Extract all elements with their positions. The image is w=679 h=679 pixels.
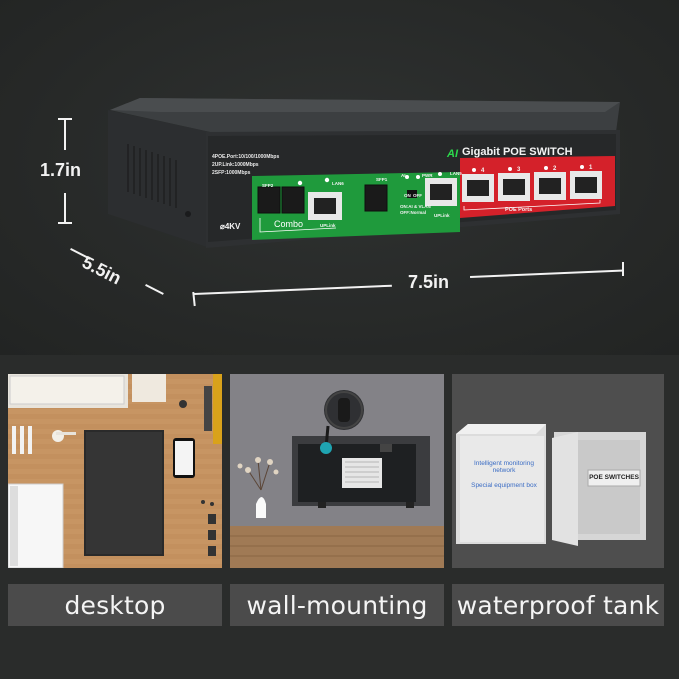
port-number-2: 2 (553, 166, 557, 172)
off-label: OFF (413, 193, 422, 198)
ai-led-label: AI (401, 173, 406, 178)
length-label: 7.5in (408, 272, 450, 292)
combo-label: Combo (274, 219, 304, 229)
sfp2-label: SFP2 (262, 183, 274, 188)
height-marker-line-lower (64, 193, 66, 223)
scene-desktop (8, 374, 222, 568)
caption-desktop: desktop (8, 584, 222, 626)
box-text-2: Special equipment box (471, 482, 537, 489)
scene-wall-mounting (230, 374, 444, 568)
port-number-3: 3 (517, 167, 521, 173)
pwr-label: PWR (422, 173, 433, 178)
height-marker-bottom (58, 222, 72, 224)
uplink-left-label: UPLink (320, 223, 336, 228)
cabinet-label: POE SWITCHES (589, 474, 639, 481)
caption-wall-mounting: wall-mounting (230, 584, 444, 626)
on-label: ON (404, 193, 411, 198)
caption-waterproof-tank: waterproof tank (452, 584, 664, 626)
height-marker-line-upper (64, 118, 66, 150)
poe-ports-label: POE Ports (505, 207, 533, 213)
surge-value: 4KV (224, 222, 241, 231)
brand-mark: AI (447, 148, 458, 160)
box-text-1: Intelligent monitoring network (474, 460, 534, 474)
length-marker-right (622, 262, 624, 276)
wall-mounting-scene-illustration (230, 374, 444, 568)
poe-switch-device (108, 98, 620, 248)
spec-line-2: 2UP.Link:1000Mbps (212, 162, 259, 168)
uplink-right-label: UPLink (434, 213, 450, 218)
switch-note: ON:AI & VLAN (400, 204, 431, 209)
device-title: Gigabit POE SWITCH (462, 146, 573, 158)
waterproof-tank-scene-illustration (452, 374, 664, 568)
port-number-1: 1 (589, 165, 593, 171)
height-label: 1.7in (40, 160, 82, 180)
sfp1-label: SFP1 (376, 177, 388, 182)
desktop-scene-illustration (8, 374, 222, 568)
lan6-label: LAN6 (332, 181, 344, 186)
spec-line-1: 4POE.Port:10/100/1000Mbps (212, 154, 280, 160)
lan5-label: LAN5 (450, 171, 462, 176)
surge-label: ⌀4KV (220, 222, 241, 231)
spec-line-3: 2SFP:1000Mbps (212, 170, 251, 176)
port-number-4: 4 (481, 168, 485, 174)
switch-note-2: OFF:Normal (400, 210, 427, 215)
scene-waterproof-tank: Intelligent monitoring network Special e… (452, 374, 664, 568)
